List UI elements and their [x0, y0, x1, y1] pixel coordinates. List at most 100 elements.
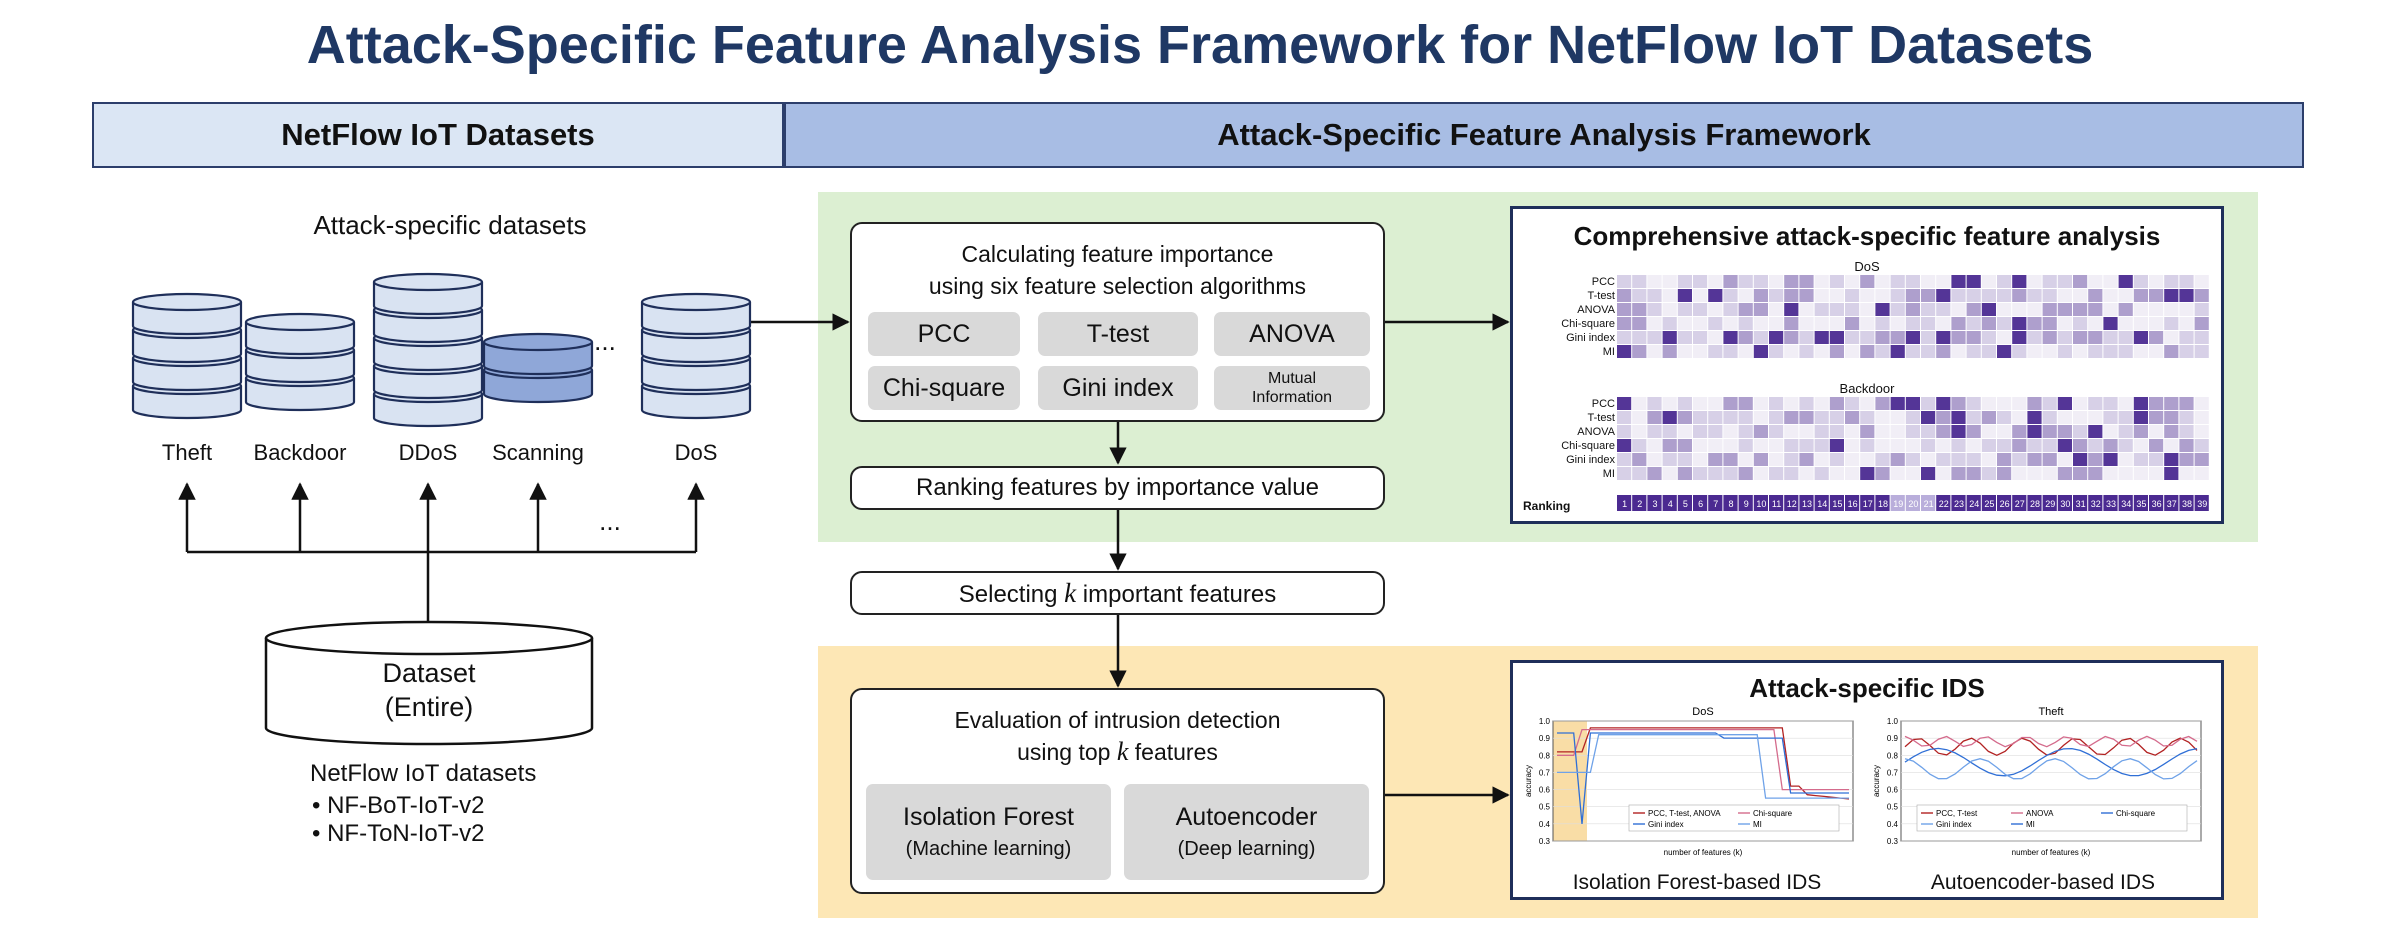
- heatmap-cell: [2042, 411, 2057, 424]
- heatmap-cell: [1829, 345, 1844, 358]
- dataset-cylinder-icon: [372, 272, 484, 428]
- heatmap-cell: [1905, 397, 1920, 410]
- ranking-cell: [2042, 495, 2057, 511]
- heatmap-cell: [1708, 303, 1723, 316]
- heatmap-cell: [1890, 411, 1905, 424]
- entire-dataset-subtitle: (Entire): [384, 692, 474, 722]
- heatmap-cell: [1875, 425, 1890, 438]
- heatmap-cell: [1814, 411, 1829, 424]
- heatmap-cell: [1617, 303, 1632, 316]
- heatmap-cell: [2118, 289, 2133, 302]
- heatmap-cell: [1981, 425, 1996, 438]
- dataset-label-ddos: DDoS: [398, 440, 458, 465]
- heatmap-cell: [1890, 331, 1905, 344]
- heatmap-cell: [1662, 345, 1677, 358]
- heatmap-cell: [1936, 467, 1951, 480]
- heatmap-cell: [1875, 303, 1890, 316]
- heatmap-cell: [1981, 467, 1996, 480]
- heatmap-cell: [2133, 317, 2148, 330]
- algo-chip-anova: ANOVA: [1214, 312, 1370, 356]
- heatmap-cell: [1693, 439, 1708, 452]
- heatmap-cell: [1769, 275, 1784, 288]
- heatmap-cell: [1662, 425, 1677, 438]
- heatmap-cell: [1677, 411, 1692, 424]
- heatmap-cell: [1997, 425, 2012, 438]
- heatmap-cell: [2179, 453, 2194, 466]
- heatmap-cell: [1936, 439, 1951, 452]
- heatmap-cell: [1662, 467, 1677, 480]
- heatmap-cell: [1875, 453, 1890, 466]
- ids-chart-subtitle: DoS: [1692, 706, 1713, 718]
- heatmap-cell: [1708, 411, 1723, 424]
- heatmap-cell: [1951, 275, 1966, 288]
- ytick-label: 0.8: [1539, 751, 1551, 760]
- heatmap-cell: [2088, 345, 2103, 358]
- ids-series-line: [1557, 732, 1849, 824]
- heatmap-cell: [1769, 303, 1784, 316]
- ranking-cell: [1662, 495, 1677, 511]
- heatmap-cell: [2042, 453, 2057, 466]
- heatmap-cell: [1708, 345, 1723, 358]
- heatmap-cell: [2149, 439, 2164, 452]
- heatmap-cell: [1647, 439, 1662, 452]
- heatmap-cell: [1617, 439, 1632, 452]
- heatmap-cell: [1753, 453, 1768, 466]
- ranking-cell: [1966, 495, 1981, 511]
- heatmap-cell: [1997, 453, 2012, 466]
- ranking-cell: [1890, 495, 1905, 511]
- ranking-cell: [1784, 495, 1799, 511]
- heatmap-cell: [1829, 411, 1844, 424]
- heatmap-cell: [1845, 397, 1860, 410]
- heatmap-cell: [1738, 411, 1753, 424]
- heatmap-cell: [1997, 275, 2012, 288]
- heatmap-cell: [2027, 275, 2042, 288]
- heatmap-cell: [2133, 303, 2148, 316]
- heatmap-cell: [1875, 289, 1890, 302]
- heatmap-cell: [1753, 467, 1768, 480]
- ranking-value: 19: [1893, 499, 1903, 509]
- heatmap-cell: [2149, 345, 2164, 358]
- heatmap-cell: [1677, 453, 1692, 466]
- ranking-value: 33: [2106, 499, 2116, 509]
- heatmap-cell: [2073, 467, 2088, 480]
- heatmap-cell: [2194, 467, 2209, 480]
- heatmap-cell: [1753, 275, 1768, 288]
- heatmap-cell: [1829, 303, 1844, 316]
- heatmap-cell: [1799, 439, 1814, 452]
- ids-title: Attack-specific IDS: [1749, 673, 1985, 703]
- heatmap-cell: [1738, 425, 1753, 438]
- dataset-label-theft: Theft: [161, 440, 213, 465]
- heatmap-cell: [1814, 467, 1829, 480]
- heatmap-cell: [1997, 317, 2012, 330]
- heatmap-cell: [2149, 289, 2164, 302]
- ranking-value: 6: [1698, 499, 1703, 509]
- legend-entry: MI: [2026, 820, 2035, 829]
- heatmap-cell: [1617, 467, 1632, 480]
- heatmap-cell: [2179, 317, 2194, 330]
- heatmap-cell: [1905, 467, 1920, 480]
- heatmap-cell: [1829, 275, 1844, 288]
- heatmap-cell: [2194, 439, 2209, 452]
- heatmap-cell: [1875, 345, 1890, 358]
- heatmap-cell: [1753, 439, 1768, 452]
- heatmap-cell: [2057, 397, 2072, 410]
- heatmap-cell: [1829, 331, 1844, 344]
- heatmap-cell: [1966, 289, 1981, 302]
- heatmap-cell: [1890, 397, 1905, 410]
- heatmap-cell: [1936, 397, 1951, 410]
- heatmap-cell: [2088, 331, 2103, 344]
- heatmap-cell: [2042, 345, 2057, 358]
- ids-series-line: [1557, 734, 1849, 799]
- heatmap-cell: [2042, 439, 2057, 452]
- heatmap-cell: [1647, 397, 1662, 410]
- heatmap-cell: [1890, 439, 1905, 452]
- heatmap-cell: [1951, 467, 1966, 480]
- heatmap-cell: [1617, 425, 1632, 438]
- heatmap-cell: [1662, 453, 1677, 466]
- heatmap-cell: [1647, 345, 1662, 358]
- heatmap-cell: [1921, 467, 1936, 480]
- heatmap-cell: [2194, 425, 2209, 438]
- heatmap-cell: [2088, 275, 2103, 288]
- heatmap-cell: [1784, 425, 1799, 438]
- dataset-label-dos: DoS: [674, 440, 718, 465]
